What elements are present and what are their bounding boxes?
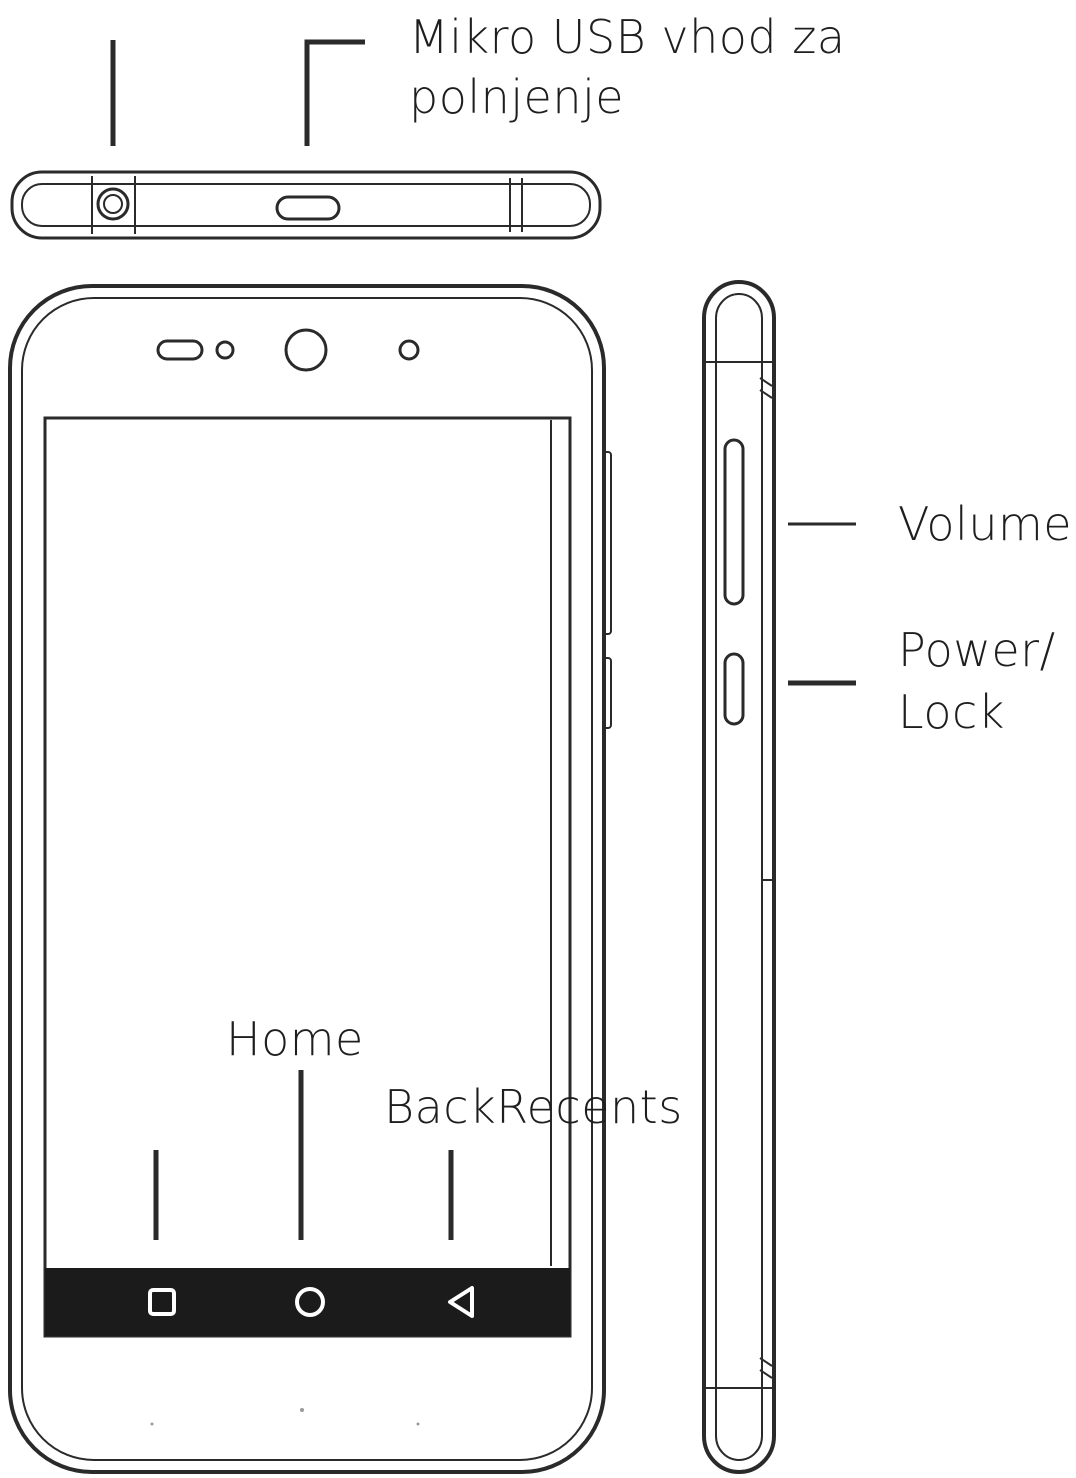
home-label: Home [226, 1012, 364, 1066]
proximity-sensor [215, 340, 235, 360]
front-camera-icon [284, 328, 328, 372]
volume-label: Volume [898, 497, 1073, 551]
light-sensor [398, 339, 420, 361]
micro-usb-port [275, 195, 341, 221]
power-lock-button [723, 652, 745, 726]
screen [43, 416, 572, 1338]
phone-top-view [10, 170, 602, 240]
usb-label-line1: Mikro USB vhod za [409, 10, 846, 64]
usb-label-line2: polnjenje [409, 70, 625, 124]
circle-icon [295, 1287, 325, 1317]
power-label-line1: Power/ [898, 623, 1056, 677]
phone-side-view [702, 280, 776, 1474]
square-icon [148, 1288, 176, 1316]
navigation-bar [45, 1268, 570, 1336]
volume-rocker [723, 438, 745, 606]
triangle-back-icon [448, 1286, 474, 1318]
earpiece-speaker [156, 339, 204, 361]
back-recents-label: BackRecents [384, 1080, 683, 1134]
power-label-line2: Lock [898, 685, 1005, 739]
headphone-jack [96, 187, 130, 221]
usb-callout-line [304, 39, 365, 146]
